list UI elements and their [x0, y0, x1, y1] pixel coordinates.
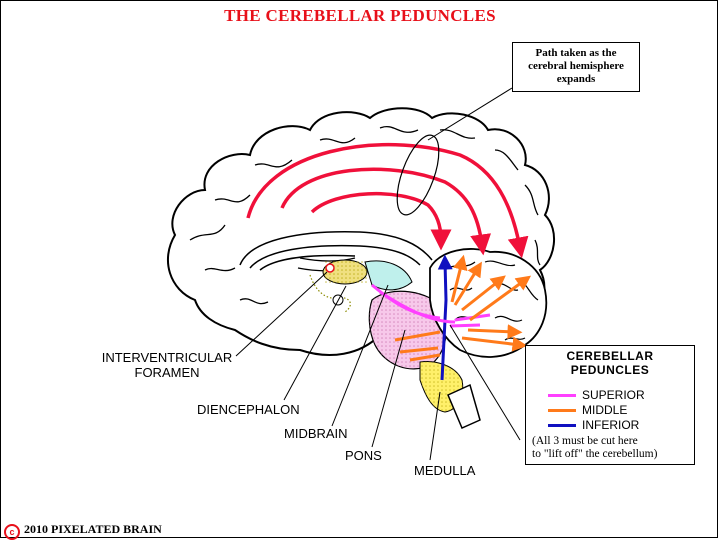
legend-label-inferior: INFERIOR [582, 418, 640, 432]
peduncle-legend: CEREBELLAR PEDUNCLES SUPERIOR MIDDLE INF… [525, 345, 695, 465]
label-pons: PONS [345, 448, 382, 463]
label-medulla: MEDULLA [414, 463, 476, 478]
callout-line-3: expands [556, 73, 596, 85]
leader-lines [235, 271, 521, 461]
legend-item-middle: MIDDLE [548, 403, 627, 417]
legend-note-line-1: (All 3 must be cut here [532, 435, 638, 447]
figure-title: THE CEREBELLAR PEDUNCLES [224, 6, 496, 25]
copyright-text: 2010 PIXELATED BRAIN [24, 522, 162, 536]
label-interventricular-line-2: FORAMEN [134, 365, 200, 380]
legend-swatch-superior [548, 394, 576, 398]
callout-line-2: cerebral hemisphere [528, 60, 624, 72]
spinal-cord [447, 383, 481, 429]
legend-label-superior: SUPERIOR [582, 388, 645, 402]
superior-peduncle-lines [371, 283, 491, 328]
label-interventricular-line-1: INTERVENTRICULAR [101, 350, 233, 365]
label-interventricular-foramen: INTERVENTRICULAR FORAMEN [92, 350, 242, 380]
legend-title: CEREBELLAR PEDUNCLES [526, 349, 694, 377]
legend-item-inferior: INFERIOR [548, 418, 639, 432]
legend-swatch-inferior [548, 424, 576, 428]
midbrain-region [364, 260, 413, 291]
interventricular-foramen [325, 263, 335, 273]
middle-peduncle-arrows [450, 254, 532, 352]
copyright-icon: c [4, 524, 20, 540]
callout-ellipse [396, 134, 440, 216]
callout-pointer [427, 87, 513, 141]
legend-title-line-2: PEDUNCLES [570, 363, 650, 377]
expansion-path-arrows [246, 142, 529, 259]
callout-line-1: Path taken as the [535, 47, 617, 59]
expansion-path-callout: Path taken as the cerebral hemisphere ex… [512, 42, 640, 92]
legend-note: (All 3 must be cut here to "lift off" th… [532, 435, 692, 461]
label-diencephalon: DIENCEPHALON [197, 402, 300, 417]
legend-item-superior: SUPERIOR [548, 388, 645, 402]
legend-swatch-middle [548, 409, 576, 413]
legend-note-line-2: to "lift off" the cerebellum) [532, 448, 658, 460]
corpus-callosum [239, 231, 433, 271]
legend-label-middle: MIDDLE [582, 403, 628, 417]
gyri-lines [189, 126, 541, 305]
label-midbrain: MIDBRAIN [284, 426, 348, 441]
legend-title-line-1: CEREBELLAR [566, 349, 654, 363]
copyright-notice: c 2010 PIXELATED BRAIN [4, 522, 162, 540]
